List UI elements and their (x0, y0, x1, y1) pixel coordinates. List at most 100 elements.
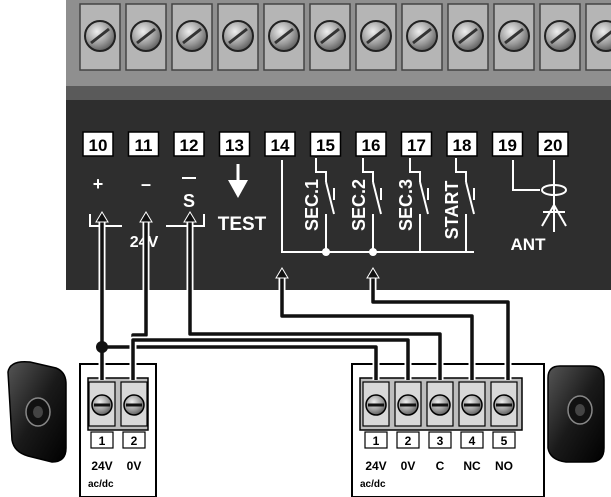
terminal-number-box (491, 131, 524, 157)
photocell-rx-icon (547, 365, 605, 463)
rx-terminal-number-box (364, 431, 388, 449)
contact-blade (325, 181, 335, 215)
terminal-number-box (400, 131, 433, 157)
terminal-number-11: 11 (135, 136, 153, 155)
rx-supply-type: ac/dc (360, 479, 386, 490)
rx-terminal-label-3: C (436, 459, 445, 473)
screw-slot (366, 27, 386, 45)
antenna-ground-line (512, 160, 540, 191)
wire-arrow-head (95, 211, 109, 223)
wire-24v-rx (102, 345, 378, 380)
tx-terminals: 1 24V 2 0V (88, 381, 148, 473)
terminal-number-box (537, 131, 569, 157)
tx-supply-type: ac/dc (88, 479, 114, 490)
contact-blade (465, 181, 475, 215)
terminal-number-20: 20 (544, 136, 563, 155)
terminal-number-box (446, 131, 478, 157)
tx-terminal-number-box (122, 431, 146, 449)
contact-lead (315, 158, 327, 182)
contact-blade (372, 181, 382, 215)
screw-slot (550, 27, 570, 45)
rx-terminal-label-5: NO (495, 459, 513, 473)
tx-terminal-number-2: 2 (131, 434, 138, 448)
rx-terminal-number-box (396, 431, 420, 449)
wire-0v-board (131, 218, 148, 380)
test-arrow-head (228, 180, 248, 198)
tx-terminal-number-box (90, 431, 114, 449)
terminal-number-box (218, 131, 251, 157)
terminal-number-10: 10 (89, 136, 108, 155)
screw-slot (90, 27, 110, 45)
terminal-function-18: START (442, 181, 462, 240)
terminal-strip-shadow (66, 86, 611, 100)
rx-terminal-number-box (492, 431, 516, 449)
screw-slot (182, 27, 202, 45)
terminal-function-16: SEC.2 (349, 179, 369, 231)
terminal-function-15: SEC.1 (302, 179, 322, 231)
tx-terminal-label-1: 24V (91, 459, 112, 473)
screw-slot (274, 27, 294, 45)
screw-slot (504, 27, 524, 45)
terminal-number-18: 18 (453, 136, 472, 155)
rx-terminal-number-box (428, 431, 452, 449)
terminal-function-10: + (93, 174, 104, 194)
wiring (95, 211, 512, 380)
supply-bracket-right (166, 214, 205, 227)
contact-lead (409, 158, 421, 182)
screw-slot (458, 27, 478, 45)
terminal-function-17: SEC.3 (396, 179, 416, 231)
terminal-number-box (82, 131, 114, 157)
rx-terminal-label-1: 24V (365, 459, 386, 473)
terminal-function-13: TEST (218, 214, 267, 235)
tx-terminal-number-1: 1 (99, 434, 106, 448)
supply-bracket-left (89, 214, 122, 227)
rx-terminal-label-4: NC (463, 459, 481, 473)
wire-junction-dot (96, 341, 108, 353)
antenna-leg-left (541, 204, 555, 227)
screw-slot (320, 27, 340, 45)
board-screws (79, 3, 611, 71)
rx-terminal-number-5: 5 (501, 434, 508, 448)
contact-lead (362, 158, 374, 182)
tx-terminal-label-2: 0V (127, 459, 142, 473)
screw-slot (136, 27, 156, 45)
rx-terminal-number-1: 1 (373, 434, 380, 448)
wire-arrow-head (366, 267, 380, 279)
terminal-number-13: 13 (225, 136, 244, 155)
terminal-number-17: 17 (407, 136, 426, 155)
terminal-number-19: 19 (498, 136, 517, 155)
nc-contacts (315, 158, 475, 252)
rx-terminal-number-box (460, 431, 484, 449)
terminal-number-15: 15 (316, 136, 335, 155)
junction-dot-sec2 (369, 248, 377, 256)
junction-dot-sec1 (322, 248, 330, 256)
terminal-number-box (127, 131, 160, 157)
terminal-function-12: S (183, 191, 195, 211)
contact-lead (455, 158, 467, 182)
screw-slot (596, 30, 611, 45)
terminal-number-box (173, 131, 205, 157)
rx-terminal-number-4: 4 (469, 434, 476, 448)
wire-arrow-head (139, 211, 153, 223)
terminal-function-20: ANT (511, 235, 547, 254)
terminal-number-16: 16 (362, 136, 381, 155)
terminal-number-12: 12 (180, 136, 199, 155)
terminal-function-11: – (141, 174, 151, 194)
wire-arrow-head (183, 211, 197, 223)
rx-terminal-number-3: 3 (437, 434, 444, 448)
wire-no-sec (371, 275, 510, 380)
wire-arrow-head (275, 267, 289, 279)
board-terminal-labels: 10 11 12 13 14 15 16 17 18 19 20 (82, 131, 569, 157)
board-screw-icon (590, 20, 611, 52)
wire-common-c (280, 275, 474, 380)
terminal-number-box (264, 131, 296, 157)
photocell-tx-block: 1 24V 2 0V ac/dc (79, 363, 157, 497)
wire-signal-s (188, 218, 442, 380)
terminal-number-14: 14 (271, 136, 290, 155)
rx-terminal-label-2: 0V (401, 459, 416, 473)
wire-0v-rx (131, 338, 410, 380)
